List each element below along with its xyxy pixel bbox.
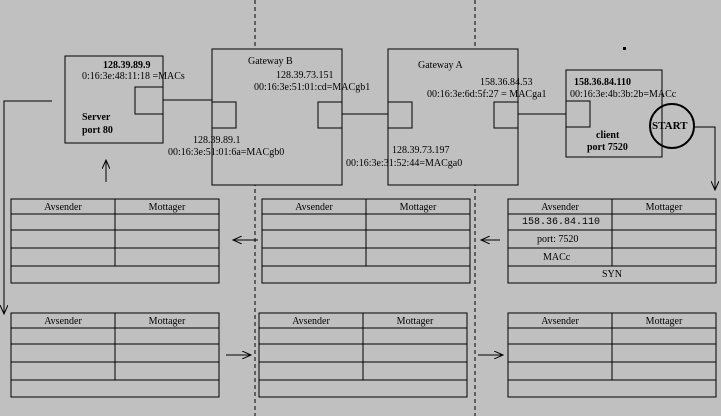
gateway-b-left-mac: 00:16:3e:51:01:6a=MACgb0 — [168, 147, 285, 158]
packet-table-1 — [10, 198, 220, 284]
arrow-start-down — [694, 126, 715, 190]
packet-sender-ip: 158.36.84.110 — [522, 217, 601, 228]
table-4-receiver-header: Mottager — [148, 316, 186, 327]
table-3-receiver-header: Mottager — [645, 202, 683, 213]
gateway-a-right-ip: 158.36.84.53 — [480, 77, 533, 88]
table-1-sender-header: Avsender — [44, 202, 82, 213]
server-name: Server — [82, 112, 111, 123]
client-port: port 7520 — [587, 142, 628, 153]
gateway-b-right-mac: 00:16:3e:51:01:cd=MACgb1 — [254, 82, 371, 93]
table-5-sender-header: Avsender — [292, 316, 330, 327]
packet-table-4 — [10, 312, 220, 398]
table-2-sender-header: Avsender — [295, 202, 333, 213]
packet-table-5 — [258, 312, 468, 398]
table-3-sender-header: Avsender — [541, 202, 579, 213]
gateway-a-title: Gateway A — [418, 60, 463, 71]
table-1-receiver-header: Mottager — [148, 202, 186, 213]
gateway-b-left-ip: 128.39.89.1 — [193, 135, 241, 146]
client-interface — [565, 100, 591, 128]
client-name: client — [596, 130, 620, 141]
table-4-sender-header: Avsender — [44, 316, 82, 327]
start-circle — [649, 103, 695, 149]
server-ip: 128.39.89.9 — [103, 60, 151, 71]
gateway-b-left-interface — [211, 101, 237, 129]
packet-table-6 — [507, 312, 717, 398]
table-2-receiver-header: Mottager — [399, 202, 437, 213]
gateway-b-title: Gateway B — [248, 56, 293, 67]
client-mac: 00:16:3e:4b:3b:2b=MACc — [570, 89, 677, 100]
table-6-receiver-header: Mottager — [645, 316, 683, 327]
packet-table-2 — [261, 198, 471, 284]
gateway-a-right-interface — [493, 101, 519, 129]
gateway-a-left-interface — [387, 101, 413, 129]
dot-mark — [623, 47, 626, 50]
client-ip: 158.36.84.110 — [574, 77, 631, 88]
packet-sender-port: port: 7520 — [537, 234, 579, 245]
table-6-sender-header: Avsender — [541, 316, 579, 327]
packet-table-3 — [507, 198, 717, 284]
table-5-receiver-header: Mottager — [396, 316, 434, 327]
client-box — [565, 69, 663, 158]
server-port: port 80 — [82, 125, 113, 136]
packet-flag: SYN — [601, 269, 622, 280]
start-label: START — [652, 120, 688, 132]
arrow-left-down — [4, 100, 52, 314]
server-mac: 0:16:3e:48:11:18 =MACs — [82, 71, 185, 82]
gateway-b-right-ip: 128.39.73.151 — [276, 70, 334, 81]
gateway-a-left-mac: 00:16:3e:31:52:44=MACga0 — [346, 158, 463, 169]
gateway-b-right-interface — [317, 101, 343, 129]
packet-sender-mac: MACc — [543, 252, 571, 263]
server-interface — [134, 86, 164, 115]
gateway-a-left-ip: 128.39.73.197 — [392, 145, 450, 156]
gateway-a-right-mac: 00:16:3e:6d:5f:27 = MACga1 — [427, 89, 547, 100]
